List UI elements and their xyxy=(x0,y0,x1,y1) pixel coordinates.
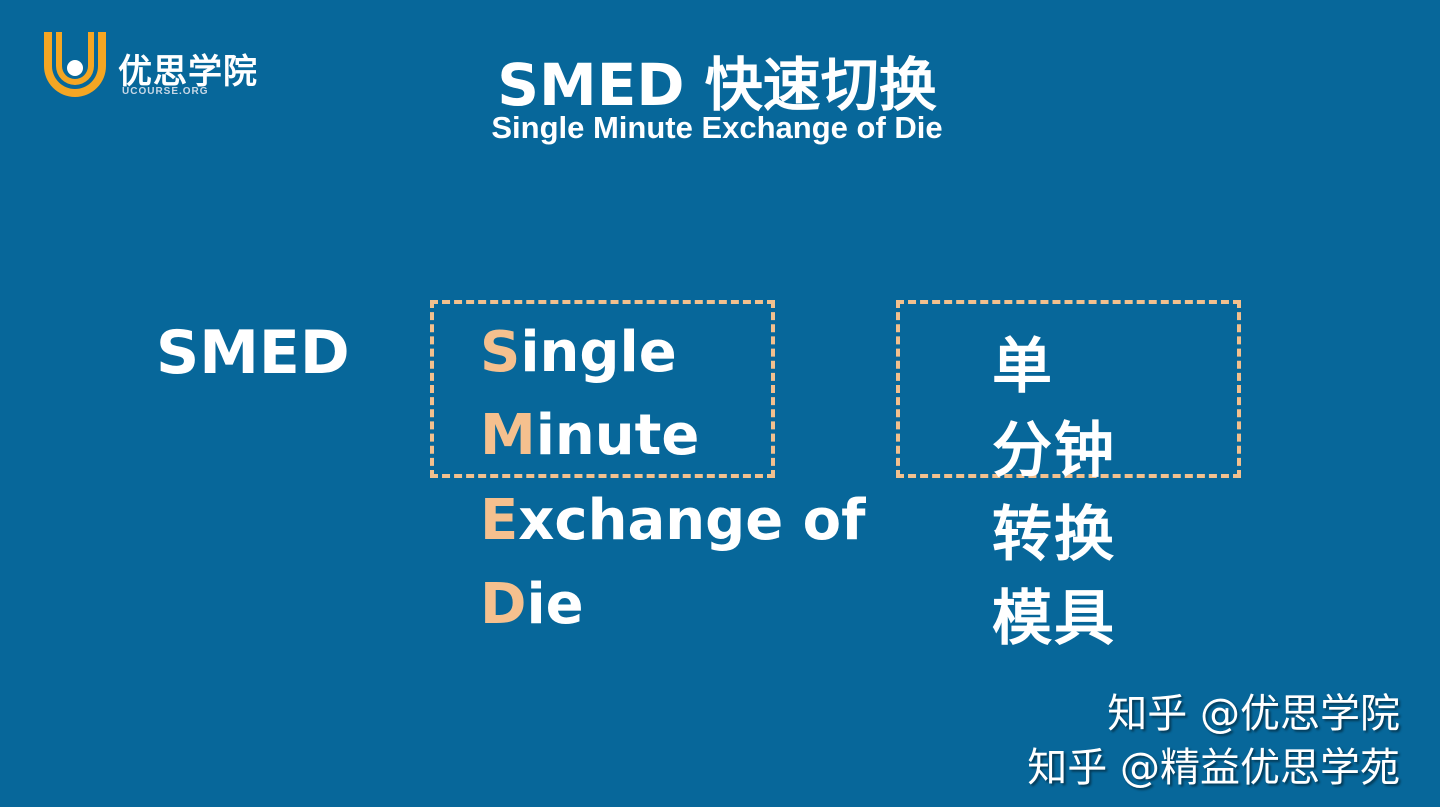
word-die: Die xyxy=(480,572,584,637)
watermark: 知乎 @精益优思学苑 xyxy=(1027,745,1400,791)
ucourse-logo-icon xyxy=(44,32,106,97)
slide-title: SMED 快速切换 xyxy=(497,51,937,119)
slide-subtitle: Single Minute Exchange of Die xyxy=(491,110,943,145)
logo-name: 优思学院 xyxy=(118,52,258,92)
logo-domain: UCOURSE.ORG xyxy=(122,86,209,97)
word-single: Single xyxy=(480,320,677,385)
dashed-box-chinese xyxy=(896,300,1241,478)
acronym-label: SMED xyxy=(156,318,350,388)
cn-word-3: 转换 xyxy=(992,500,1116,570)
dashed-box-english xyxy=(430,300,775,478)
word-exchange-of: Exchange of xyxy=(480,488,866,553)
cn-word-4: 模具 xyxy=(992,584,1116,654)
watermark: 知乎 @优思学院 xyxy=(1107,691,1400,737)
cn-word-1: 单 xyxy=(992,332,1054,402)
cn-word-2: 分钟 xyxy=(992,416,1116,486)
word-minute: Minute xyxy=(480,403,700,468)
